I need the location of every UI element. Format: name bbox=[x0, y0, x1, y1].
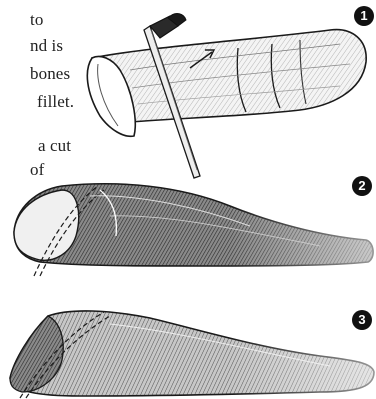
step-marker-2: 2 bbox=[352, 176, 372, 196]
figure-1-rolled-fillet bbox=[87, 14, 366, 178]
figure-2-fillet-skinning bbox=[14, 180, 376, 276]
step-marker-3: 3 bbox=[352, 310, 372, 330]
step-marker-1: 1 bbox=[354, 6, 374, 26]
figure-3-skinned-fillet bbox=[10, 306, 376, 398]
